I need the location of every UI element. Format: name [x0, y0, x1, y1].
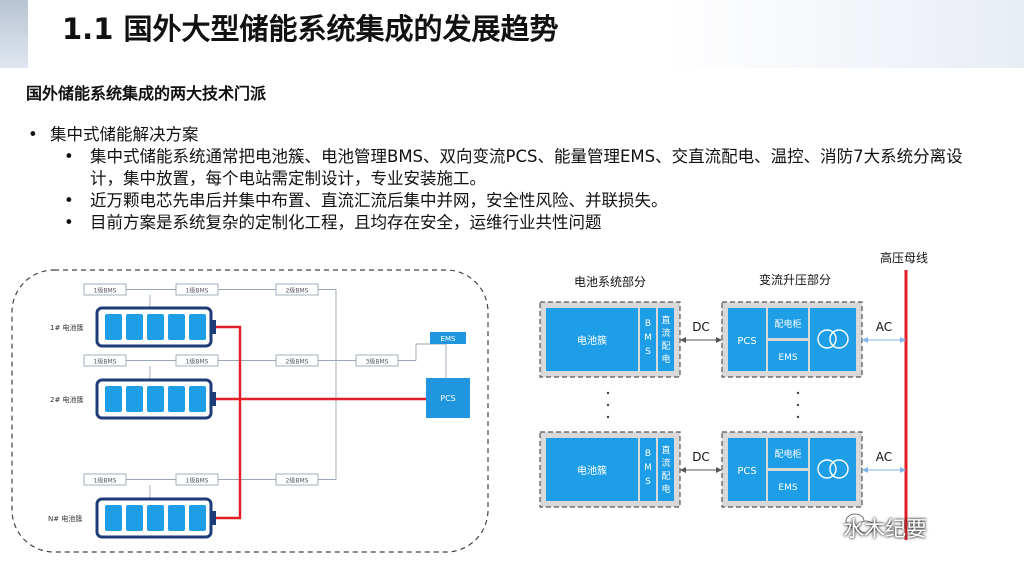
transformer-icon	[817, 459, 837, 479]
ellipsis-dots	[606, 391, 800, 419]
dc-label: DC	[692, 450, 710, 464]
battery-cluster-label: 电池簇	[577, 334, 607, 347]
wechat-icon	[845, 513, 875, 534]
bms-row-1: 1级BMS 1级BMS 2级BMS	[83, 283, 319, 296]
sub-bullet-3: 目前方案是系统复杂的定制化工程，且均存在安全，运维行业共性问题	[24, 212, 1024, 234]
sub-bullet-1: 集中式储能系统通常把电池簇、电池管理BMS、双向变流PCS、能量管理EMS、交直…	[24, 146, 1024, 190]
battery-cluster-label: 电池簇	[577, 464, 607, 477]
bms-label: 1级BMS	[186, 287, 209, 295]
left-pcs-box	[426, 378, 470, 418]
title-accent	[0, 0, 28, 68]
section-subtitle: 国外储能系统集成的两大技术门派	[26, 84, 267, 103]
bms-row-3: 1级BMS 1级BMS 2级BMS	[83, 473, 319, 486]
svg-text:电: 电	[661, 353, 670, 365]
svg-text:流: 流	[661, 327, 670, 339]
busbar-label: 高压母线	[880, 250, 928, 265]
bms-label: 1级BMS	[94, 287, 117, 295]
bullet-list: 集中式储能解决方案 集中式储能系统通常把电池簇、电池管理BMS、双向变流PCS、…	[24, 124, 1024, 234]
bms-label: 3级BMS	[366, 358, 389, 366]
battery-cluster-n	[95, 497, 216, 539]
dc-power-lines	[216, 325, 426, 520]
ems-label: EMS	[778, 353, 797, 363]
bms-label: 2级BMS	[286, 477, 309, 485]
svg-text:S: S	[645, 347, 651, 357]
bms-label: 2级BMS	[286, 287, 309, 295]
svg-text:直: 直	[661, 314, 670, 326]
left-ems-box	[430, 332, 466, 344]
cluster-label: 1# 电池簇	[50, 323, 84, 332]
svg-text:流: 流	[661, 457, 670, 469]
battery-cluster-1	[95, 306, 216, 348]
left-pcs-label: PCS	[440, 394, 456, 403]
left-ems-label: EMS	[441, 335, 456, 343]
system-outline	[11, 269, 489, 553]
ems-label: EMS	[778, 483, 797, 493]
svg-text:直: 直	[661, 444, 670, 456]
page-title: 1.1 国外大型储能系统集成的发展趋势	[62, 12, 559, 46]
bms-label: 1级BMS	[186, 358, 209, 366]
converter-section-label: 变流升压部分	[759, 272, 831, 287]
title-bar: 1.1 国外大型储能系统集成的发展趋势	[0, 0, 1024, 68]
ac-label: AC	[876, 450, 892, 464]
left-diagram: 1级BMS 1级BMS 2级BMS 1级BMS 1级BMS 2级BMS 3级BM…	[11, 269, 489, 553]
bms-label: 2级BMS	[286, 358, 309, 366]
svg-text:电: 电	[661, 483, 670, 495]
bms-label: 1级BMS	[94, 477, 117, 485]
svg-text:M: M	[644, 463, 652, 473]
pcs-label: PCS	[737, 466, 756, 477]
cluster-label: 2# 电池簇	[50, 395, 84, 404]
svg-text:配: 配	[661, 341, 670, 352]
pcs-label: PCS	[737, 336, 756, 347]
title-shade	[664, 0, 1024, 68]
battery-section-label: 电池系统部分	[574, 274, 646, 289]
svg-text:M: M	[644, 333, 652, 343]
ac-label: AC	[876, 320, 892, 334]
cluster-label: N# 电池簇	[48, 514, 82, 523]
svg-text:B: B	[645, 319, 651, 329]
cabinet-label: 配电柜	[774, 318, 801, 330]
bms-label: 1级BMS	[94, 358, 117, 366]
watermark: 水木纪要	[843, 517, 927, 541]
dc-label: DC	[692, 320, 710, 334]
battery-cluster-2	[95, 378, 216, 420]
svg-text:B: B	[645, 449, 651, 459]
comm-lines	[126, 289, 447, 499]
transformer-icon	[817, 329, 837, 349]
unit-bottom: 电池簇 B M S 直 流 配 电 DC PCS 配电柜 EMS AC	[539, 431, 906, 508]
unit-top: 电池簇 B M S 直 流 配 电 DC PCS 配电柜 EMS AC	[539, 301, 906, 378]
cabinet-label: 配电柜	[774, 448, 801, 460]
right-diagram: 电池系统部分 变流升压部分 高压母线 电池簇 B M S 直 流 配 电 DC	[539, 250, 928, 540]
sub-bullet-2: 近万颗电芯先串后并集中布置、直流汇流后集中并网，安全性风险、并联损失。	[24, 190, 1024, 212]
bms-label: 1级BMS	[186, 477, 209, 485]
svg-text:配: 配	[661, 471, 670, 482]
bullet-main: 集中式储能解决方案	[24, 124, 1024, 146]
svg-text:S: S	[645, 477, 651, 487]
